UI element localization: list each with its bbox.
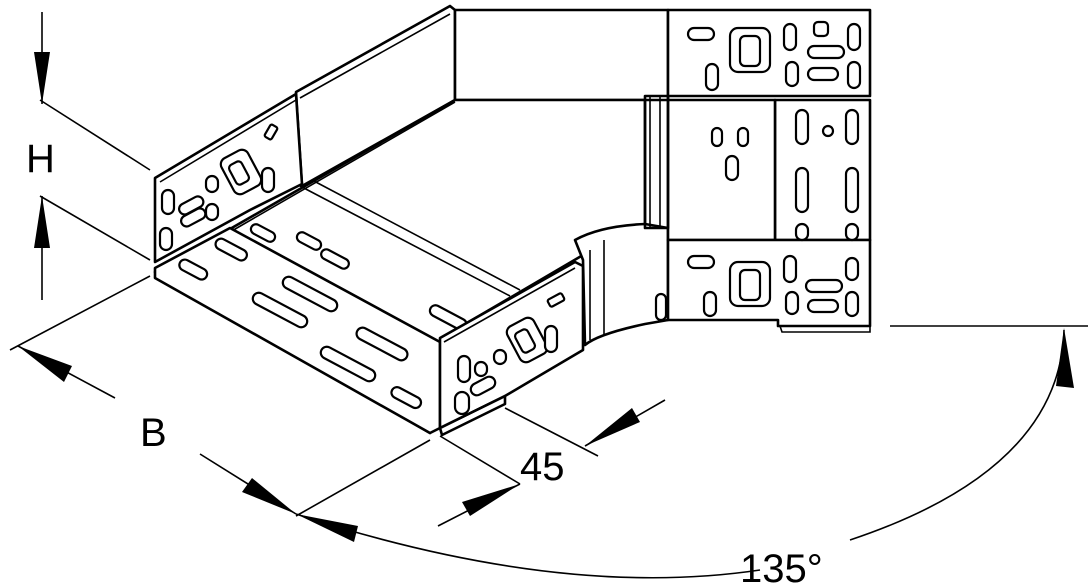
len-arrow-right [585, 408, 640, 446]
floor-slots [178, 223, 468, 410]
rear-wall-right [453, 8, 670, 102]
angle-arrow-left [296, 514, 358, 542]
len-arrow-left [462, 484, 520, 516]
coupler-left [158, 123, 279, 252]
angle-label: 135° [740, 547, 823, 587]
inner-wall-right [666, 98, 777, 242]
angle-arrow-right [1056, 328, 1074, 388]
coupler-upper-right [686, 20, 862, 92]
width-label: B [140, 411, 167, 455]
b-arrow-right [242, 478, 296, 514]
length-label: 45 [520, 445, 565, 489]
inner-bend-wall [573, 222, 670, 347]
coupler-lower-right [654, 254, 860, 322]
dimension-lines [9, 12, 1088, 579]
h-arrow-bottom [34, 196, 50, 248]
b-arrow-left [18, 346, 72, 382]
height-label: H [26, 137, 55, 181]
end-plate-ribs [710, 108, 860, 242]
h-arrow-top [34, 52, 50, 104]
dimension-labels: H B 45 135° [26, 137, 823, 587]
tray-body [153, 4, 872, 437]
coupler-front [453, 292, 566, 416]
